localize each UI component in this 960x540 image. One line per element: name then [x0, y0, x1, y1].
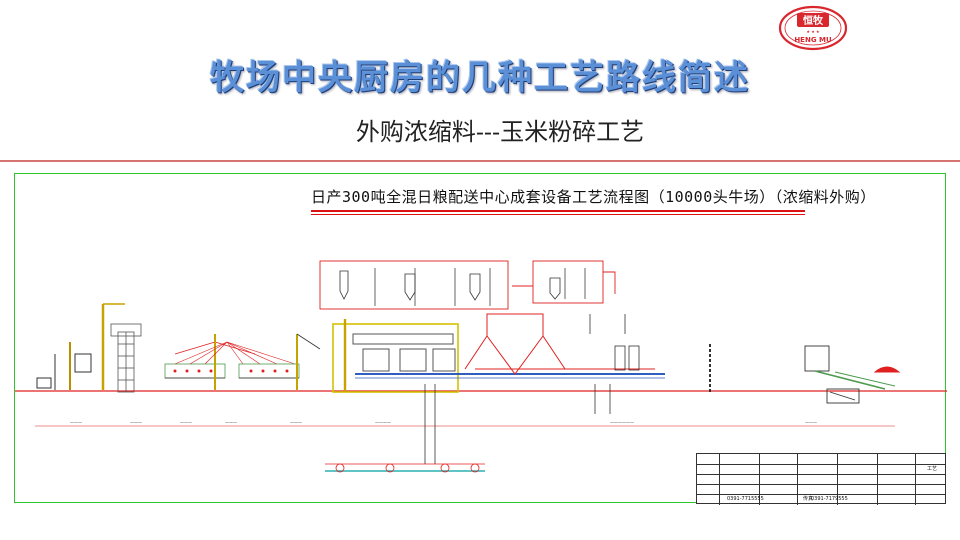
logo-cn-text: 恒牧	[803, 14, 824, 27]
svg-text:————: ————	[375, 420, 391, 425]
spread-fan	[174, 341, 296, 365]
svg-text:———: ———	[130, 420, 142, 425]
drawing-title: 日产300吨全混日粮配送中心成套设备工艺流程图（10000头牛场）（浓缩料外购）	[311, 188, 876, 206]
finished-bins	[589, 314, 640, 414]
flow-diagram-schematic: ——— ——— ——— ——— ——— ———— —————— ———	[15, 260, 947, 473]
title-block-phone-2: 0391-7179555	[811, 496, 848, 502]
storage-hopper	[464, 313, 655, 375]
slide-subtitle: 外购浓缩料---玉米粉碎工艺	[355, 118, 645, 146]
title-block-work: 工艺	[927, 466, 938, 472]
svg-text:——————: ——————	[610, 420, 634, 425]
title-block-phone-1: 0391-7715555	[727, 496, 764, 502]
process-flow-drawing: 日产300吨全混日粮配送中心成套设备工艺流程图（10000头牛场）（浓缩料外购）	[14, 173, 947, 505]
svg-text:———: ———	[180, 420, 192, 425]
drawing-title-underline	[311, 210, 805, 212]
heng-mu-logo: 恒牧 ★ ★ ★ HENG MU	[778, 5, 848, 51]
title-block: 0391-7715555 传真 0391-7179555 工艺	[696, 453, 946, 505]
title-block-fax-label: 传真	[803, 496, 814, 502]
packing-section	[804, 345, 901, 404]
svg-text:———: ———	[225, 420, 237, 425]
cyclone-group	[319, 260, 616, 310]
svg-text:———: ———	[805, 420, 817, 425]
svg-text:★ ★ ★: ★ ★ ★	[806, 29, 820, 34]
svg-text:———: ———	[70, 420, 82, 425]
pit-conveyor	[325, 384, 485, 473]
title-divider	[0, 160, 960, 162]
intake-section	[36, 303, 125, 390]
batch-bins-2	[238, 333, 321, 390]
logo-en-text: HENG MU	[794, 36, 832, 44]
svg-text:———: ———	[290, 420, 302, 425]
slide-title: 牧场中央厨房的几种工艺路线简述	[210, 58, 750, 98]
silo	[110, 323, 142, 393]
mixing-tower	[332, 319, 665, 393]
